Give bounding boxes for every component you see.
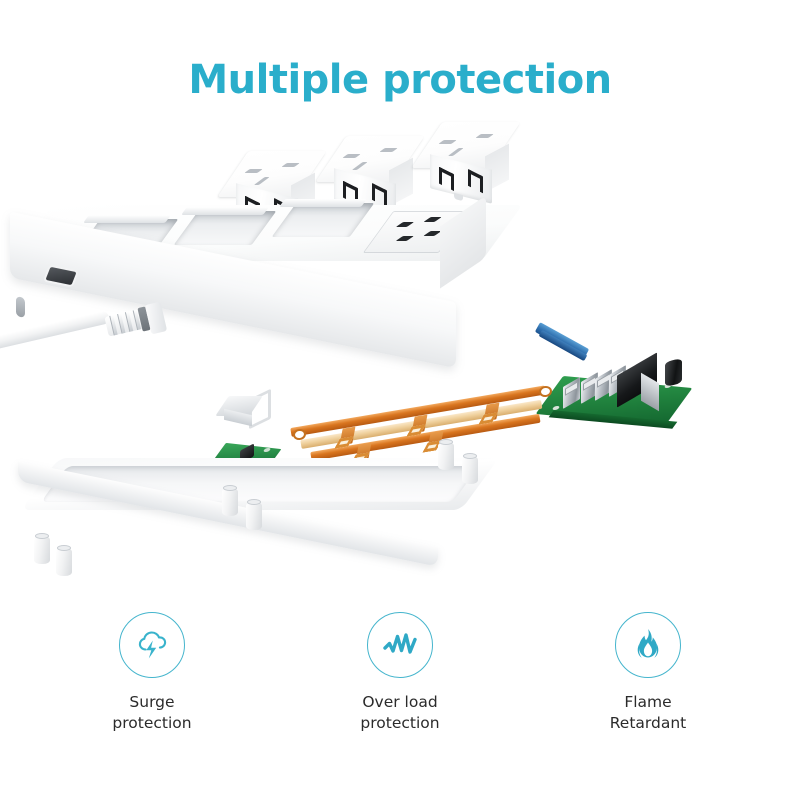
feature-label: Surge protection (112, 693, 192, 732)
socket-slot-earth (253, 177, 270, 185)
usb-port-icon (395, 236, 414, 241)
socket-contact-pin (439, 166, 454, 192)
feature-overload-protection: Over load protection (330, 612, 470, 733)
socket-bay-lip (181, 207, 269, 215)
power-cable (0, 298, 198, 378)
usb-port-icon (423, 217, 442, 222)
feature-surge-protection: Surge protection (82, 612, 222, 733)
bottom-tray (10, 439, 510, 580)
exploded-product-diagram (0, 120, 800, 600)
socket-module-3 (411, 116, 521, 208)
surge-cloud-bolt-icon (119, 612, 185, 678)
screw-post (246, 499, 262, 530)
socket-slot-neutral (475, 134, 494, 138)
feature-flame-retardant: Flame Retardant (578, 612, 718, 733)
socket-bay-lip (83, 215, 171, 223)
screw-post (56, 545, 72, 576)
busbar-screw-eye (538, 385, 553, 398)
feature-label: Flame Retardant (609, 693, 687, 732)
screw-post (222, 485, 238, 516)
socket-contact-pin (468, 168, 483, 194)
socket-nub (454, 192, 463, 202)
capacitor (665, 358, 682, 387)
screw-post (34, 533, 50, 564)
usb-port-icon (395, 222, 415, 227)
screw-post (462, 453, 478, 484)
usb-port-icon (423, 231, 442, 236)
socket-contact-pin (372, 182, 387, 208)
socket-slot-earth (351, 162, 368, 170)
socket-slot-live (244, 169, 263, 173)
flame-icon (615, 612, 681, 678)
overload-waveform-icon (367, 612, 433, 678)
screw-post (438, 439, 454, 470)
socket-slot-neutral (281, 163, 300, 167)
page-title: Multiple protection (188, 57, 612, 103)
socket-slot-neutral (379, 148, 398, 152)
feature-label: Over load protection (360, 693, 440, 732)
socket-slot-live (438, 140, 457, 144)
switch-clip (215, 388, 282, 430)
cable-wire (0, 310, 111, 351)
socket-slot-live (342, 154, 361, 158)
socket-slot-earth (447, 148, 464, 156)
socket-bay-lip (279, 199, 367, 207)
feature-list: Surge protection Over load protection Fl… (0, 612, 800, 733)
